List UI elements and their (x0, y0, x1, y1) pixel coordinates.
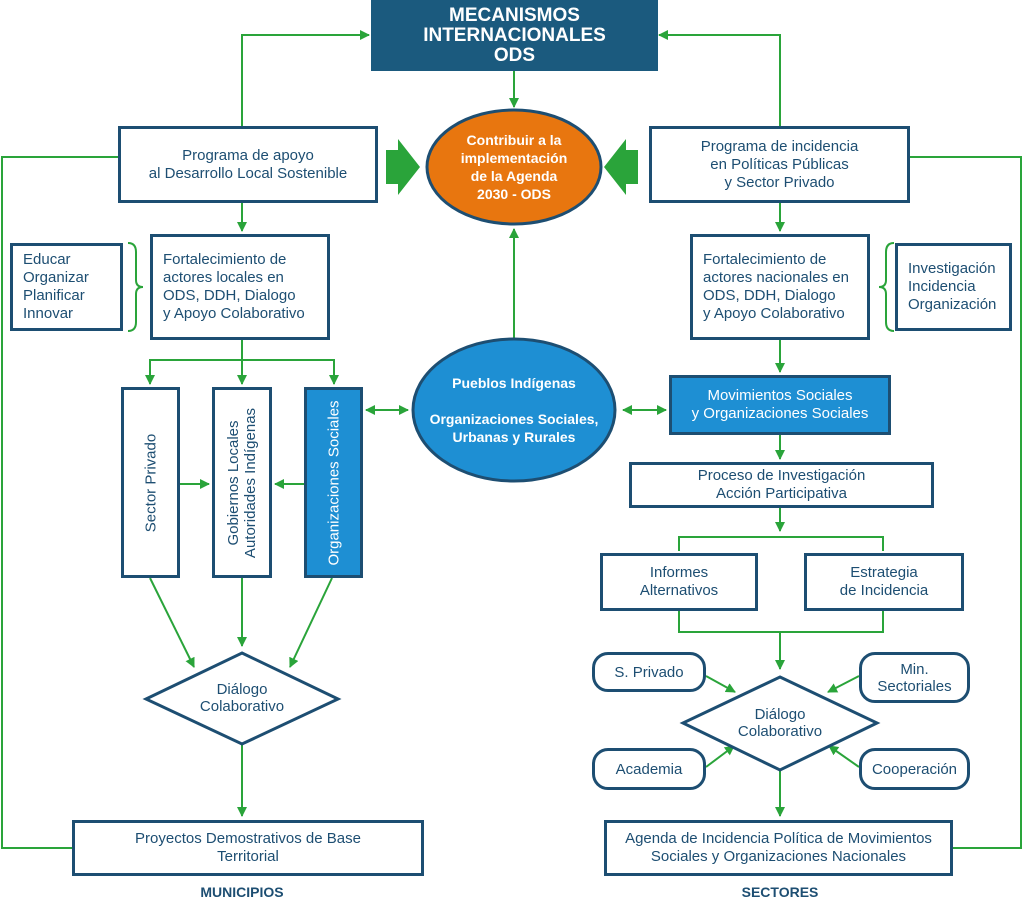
split-bracket-bottom (678, 611, 884, 633)
gobiernos-locales-label: Gobiernos Locales Autoridades Indígenas (225, 407, 259, 558)
left-dialogue-diamond (142, 651, 342, 746)
organizaciones-sociales-box: Organizaciones Sociales (304, 387, 363, 578)
arrow-left-program-to-title (241, 30, 370, 126)
peoples-label: Pueblos Indígenas Organizaciones Sociale… (429, 375, 599, 445)
right-program-box: Programa de incidencia en Políticas Públ… (649, 126, 910, 203)
projects-box: Proyectos Demostrativos de Base Territor… (72, 820, 424, 876)
arrow-to-sector-privado (145, 340, 243, 385)
stakeholder-academia: Academia (592, 748, 706, 790)
stakeholder-privado: S. Privado (592, 652, 706, 692)
organizaciones-sociales-label: Organizaciones Sociales (325, 399, 342, 566)
sector-privado-box: Sector Privado (121, 387, 180, 578)
left-bracket-items: Educar Organizar Planificar Innovar (10, 243, 123, 331)
left-strengthening-box: Fortalecimiento de actores locales en OD… (150, 234, 330, 340)
gobiernos-locales-box: Gobiernos Locales Autoridades Indígenas (212, 387, 272, 578)
right-dialogue-label: Diálogo Colaborativo (737, 706, 823, 740)
arrow-ministerios-to-dialogue (827, 675, 860, 693)
right-strengthening-box: Fortalecimiento de actores nacionales en… (690, 234, 870, 340)
municipios-label: MUNICIPIOS (200, 884, 284, 900)
stakeholder-cooperacion: Cooperación (859, 748, 970, 790)
movements-box: Movimientos Sociales y Organizaciones So… (669, 375, 891, 435)
international-mechanisms-title: MECANISMOS INTERNACIONALES ODS (371, 0, 658, 71)
research-box: Proceso de Investigación Acción Particip… (629, 462, 934, 508)
block-arrow-right-to-goal (604, 139, 638, 195)
sector-privado-label: Sector Privado (142, 433, 159, 532)
strategy-box: Estrategia de Incidencia (804, 553, 964, 611)
left-outer-loop (1, 156, 118, 849)
arrow-sector-to-dialogue (149, 577, 195, 668)
left-bracket (127, 242, 144, 332)
reports-box: Informes Alternativos (600, 553, 758, 611)
arrow-privado-to-dialogue (705, 675, 736, 693)
goal-label: Contribuir a la implementación de la Age… (460, 132, 568, 202)
sectores-label: SECTORES (741, 884, 819, 900)
split-bracket-top (678, 536, 884, 551)
arrow-cooperacion-to-dialogue (828, 745, 860, 768)
stakeholder-ministerios: Min. Sectoriales (859, 652, 970, 703)
block-arrow-left-to-goal (386, 139, 420, 195)
peoples-ellipse (411, 337, 617, 483)
arrow-academia-to-dialogue (705, 745, 735, 768)
arrow-right-program-to-title (658, 30, 781, 126)
right-outer-loop (910, 156, 1022, 849)
right-bracket-items: Investigación Incidencia Organización (895, 243, 1012, 331)
arrow-organizaciones-to-dialogue (289, 577, 333, 668)
right-dialogue-diamond (679, 675, 881, 772)
arrow-to-organizaciones-sociales (242, 359, 339, 385)
right-bracket (878, 242, 895, 332)
agenda-box: Agenda de Incidencia Política de Movimie… (604, 820, 953, 876)
goal-ellipse (425, 108, 603, 226)
left-program-box: Programa de apoyo al Desarrollo Local So… (118, 126, 378, 203)
left-dialogue-label: Diálogo Colaborativo (199, 681, 285, 715)
